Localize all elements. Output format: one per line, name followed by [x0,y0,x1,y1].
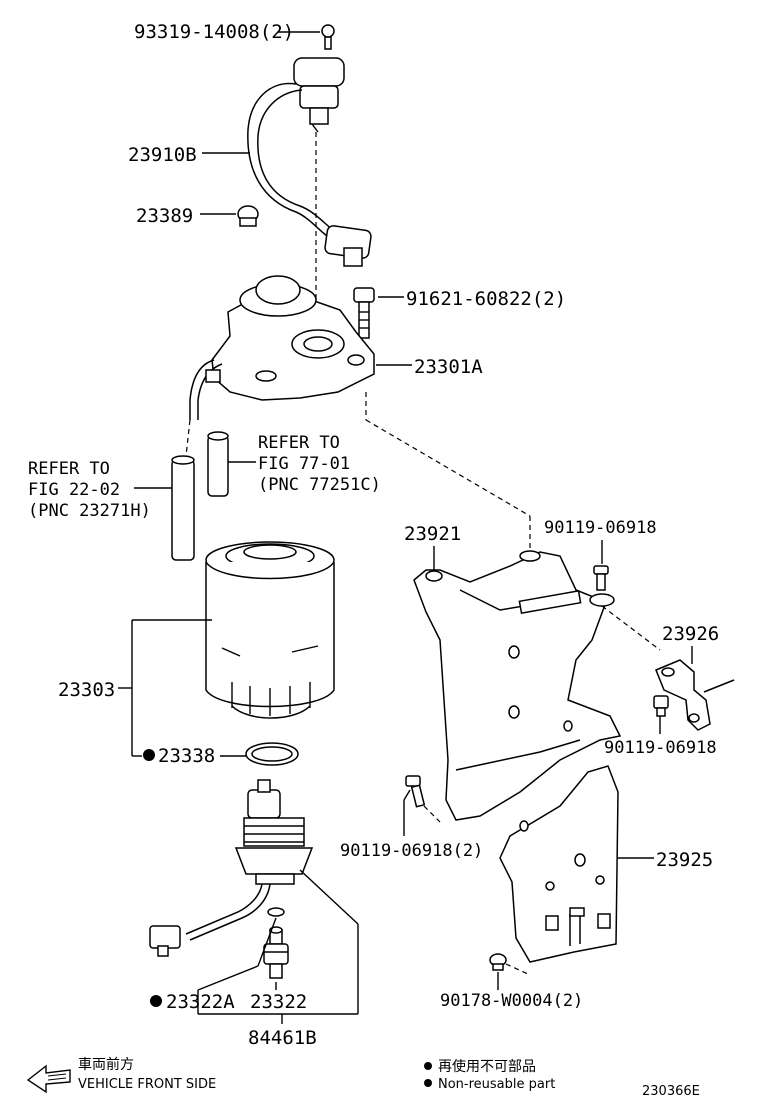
small-bracket-part [655,659,735,731]
bracket-left-bolt-part [405,775,426,808]
label-bracket-small: 23926 [662,623,719,645]
label-bracket: 23921 [404,523,461,545]
label-bolt-bracket-left: 90119-06918(2) [340,841,483,861]
label-filter: 23303 [58,679,115,701]
label-bolt-head: 91621-60822(2) [406,288,566,310]
legend-nonreuse-dot-1 [424,1062,432,1070]
label-switch-assy: 84461B [248,1027,317,1049]
clamp-part [237,205,259,227]
hose-right-part [207,431,229,497]
legend-nonreuse-dot-2 [424,1079,432,1087]
refer-right-line1: REFER TO [258,433,340,453]
nut-part [489,953,507,971]
label-filter-head: 23301A [414,356,483,378]
bracket-right-bolt-part [653,695,669,717]
filter-head-part [189,275,375,420]
refer-right-line2: FIG 77-01 [258,454,350,474]
legend-nonreuse-jp: 再使用不可部品 [438,1058,536,1075]
label-bolt-bracket-top: 90119-06918 [544,518,657,538]
label-nut: 90178-W0004(2) [440,991,583,1011]
bracket-part [413,550,622,821]
label-drain-plug-a: 23322A [166,991,235,1013]
label-screw-top: 93319-14008(2) [134,21,294,43]
plate-part [499,765,619,963]
screw-top-part [321,24,335,50]
label-gasket: 23338 [158,745,215,767]
legend-front-jp: 車両前方 [78,1056,134,1073]
drain-plug-part [263,926,289,979]
fuel-filter-part [205,541,335,719]
label-bolt-bracket-right: 90119-06918 [604,738,717,758]
bracket-top-bolt-part [589,565,615,607]
refer-left-line3: (PNC 23271H) [28,501,151,521]
oring-part [267,907,285,917]
label-clamp: 23389 [136,205,193,227]
label-drain-plug: 23322 [250,991,307,1013]
sensor-harness-part [247,57,372,267]
bolt-head-part [353,287,375,339]
label-sensor-harness: 23910B [128,144,197,166]
legend-front-en: VEHICLE FRONT SIDE [78,1077,216,1092]
nonreusable-dot-gasket [143,749,155,761]
refer-right-line3: (PNC 77251C) [258,475,381,495]
refer-left-line2: FIG 22-02 [28,480,120,500]
nonreusable-dot-drain [150,995,162,1007]
figure-code: 230366E [642,1084,700,1099]
refer-left-line1: REFER TO [28,459,110,479]
hose-left-part [171,455,195,561]
level-switch-part [149,779,314,957]
gasket-part [245,742,299,766]
label-plate: 23925 [656,849,713,871]
vehicle-front-arrow-icon [26,1064,71,1094]
legend-nonreuse-en: Non-reusable part [438,1077,555,1092]
